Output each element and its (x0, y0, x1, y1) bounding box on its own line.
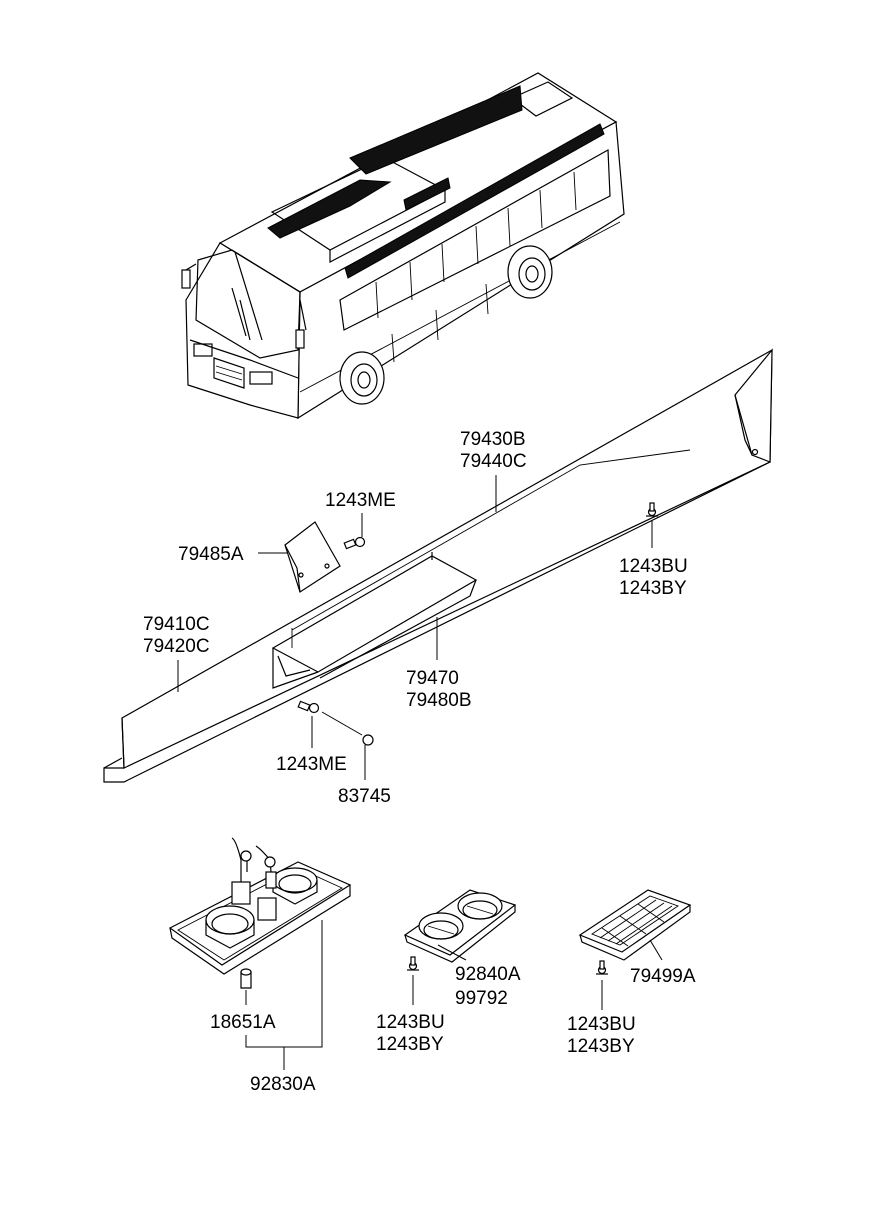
label-1243bu-right: 1243BU (619, 556, 688, 577)
part-labels: 79430B 79440C 1243ME 79485A 1243BU 1243B… (143, 429, 696, 1095)
label-1243by-right: 1243BY (619, 578, 687, 599)
label-79440c: 79440C (460, 451, 527, 472)
screw-1243me-bottom (297, 700, 320, 714)
bulb-18651a (240, 968, 252, 989)
label-83745: 83745 (338, 786, 391, 807)
duct-assembly (103, 348, 773, 783)
label-1243bu-far: 1243BU (567, 1014, 636, 1035)
label-1243me-bottom: 1243ME (276, 754, 347, 775)
screw-1243bu-mid (407, 956, 419, 971)
vent-92840a (403, 889, 517, 963)
lamp-assembly-92830a (168, 837, 352, 975)
label-18651a: 18651A (210, 1012, 276, 1033)
leader-lines (177, 475, 663, 1070)
label-79410c: 79410C (143, 614, 210, 635)
label-79499a: 79499A (630, 966, 696, 987)
label-79480b: 79480B (406, 690, 472, 711)
label-1243bu-mid: 1243BU (376, 1012, 445, 1033)
label-79420c: 79420C (143, 636, 210, 657)
grille-79499a (578, 889, 692, 961)
label-1243by-mid: 1243BY (376, 1034, 444, 1055)
screw-1243bu-right (646, 502, 658, 517)
label-92840a: 92840A (455, 964, 521, 985)
label-1243by-far: 1243BY (567, 1036, 635, 1057)
label-79470: 79470 (406, 668, 459, 689)
bus-illustration (181, 72, 625, 420)
cap-83745 (362, 734, 374, 746)
label-99792: 99792 (455, 988, 508, 1009)
label-92830a: 92830A (250, 1074, 316, 1095)
screw-1243me-top (343, 536, 366, 550)
label-79485a: 79485A (178, 544, 244, 565)
label-1243me-top: 1243ME (325, 490, 396, 511)
label-79430b: 79430B (460, 429, 526, 450)
screw-1243bu-far (596, 960, 608, 975)
